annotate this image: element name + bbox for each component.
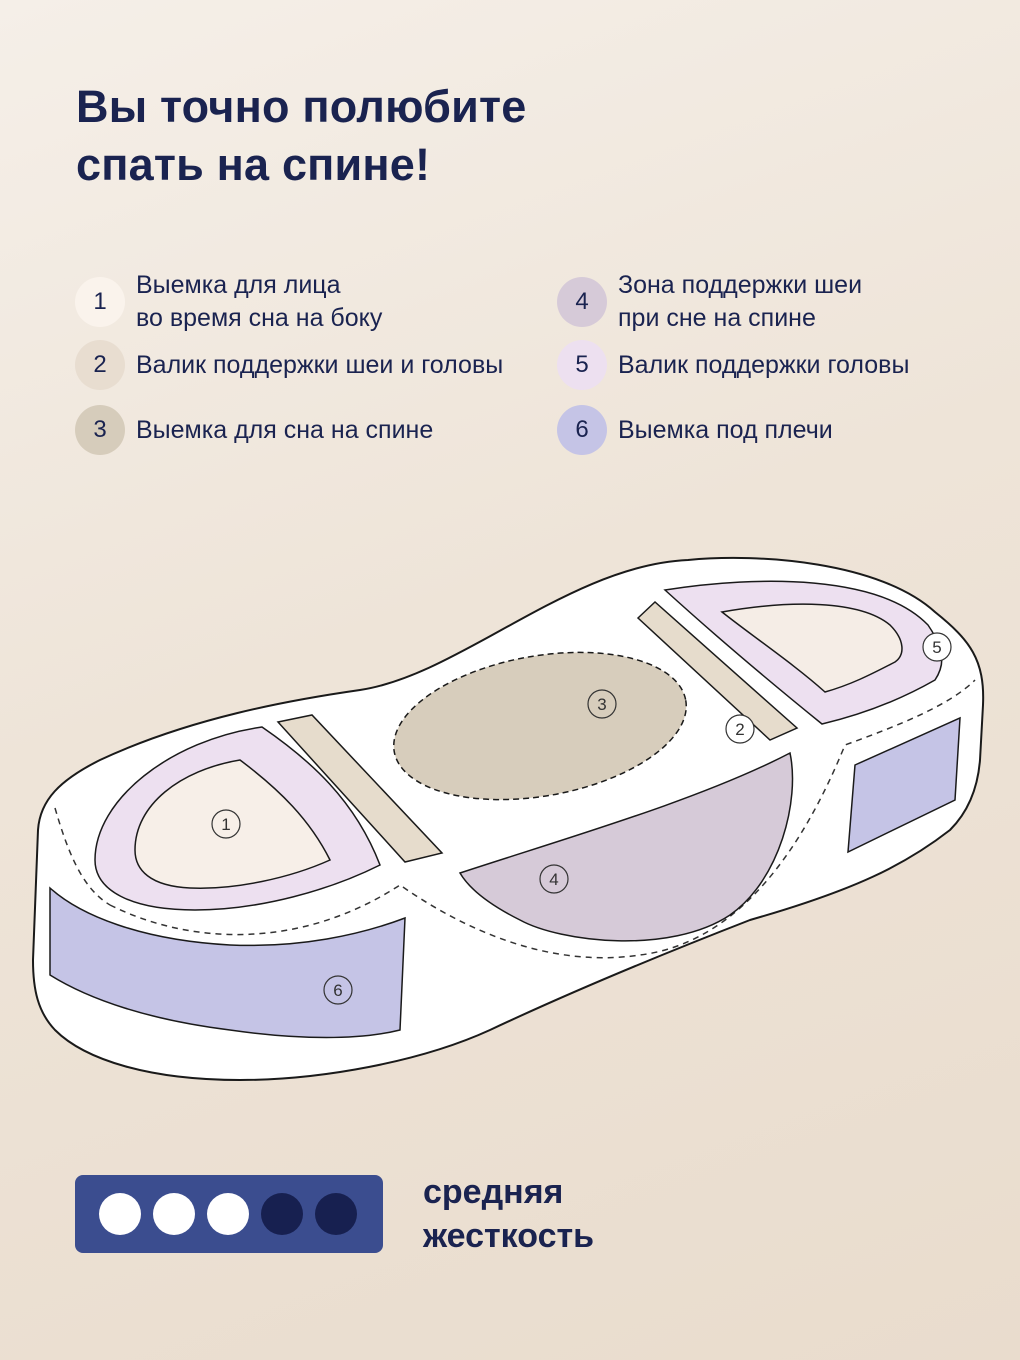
zone3-recess xyxy=(392,651,688,801)
zone5-inner xyxy=(720,603,903,693)
marker-2-label: 2 xyxy=(735,720,744,739)
legend-badge-6: 6 xyxy=(557,405,607,455)
legend-text-3: Выемка для сна на спине xyxy=(136,414,433,447)
legend-text-4: Зона поддержки шеи при сне на спине xyxy=(618,269,862,335)
legend-text-1-line2: во время сна на боку xyxy=(136,304,383,332)
legend-item-1: 1 Выемка для лица во время сна на боку xyxy=(75,269,382,335)
marker-3-label: 3 xyxy=(597,695,606,714)
legend-item-3: 3 Выемка для сна на спине xyxy=(75,405,433,455)
marker-5: 5 xyxy=(922,632,952,662)
legend-text-2-line1: Валик поддержки шеи и головы xyxy=(136,350,504,379)
seam-left xyxy=(54,807,111,906)
legend-item-4: 4 Зона поддержки шеи при сне на спине xyxy=(557,269,862,335)
legend-text-1: Выемка для лица во время сна на боку xyxy=(136,269,382,335)
zone2-right-bolster xyxy=(636,600,799,741)
stiffness-label-line2: жесткость xyxy=(423,1217,595,1255)
stiffness-dot-filled xyxy=(207,1193,249,1235)
zone4-neck-support xyxy=(458,751,794,942)
legend-badge-3: 3 xyxy=(75,405,125,455)
page-title: Вы точно полюбите спать на спине! xyxy=(76,78,526,194)
seam-bottom xyxy=(109,679,976,959)
marker-1-label: 1 xyxy=(221,815,230,834)
legend-text-1-line1: Выемка для лица xyxy=(136,271,341,299)
legend-text-2: Валик поддержки шеи и головы xyxy=(136,349,503,382)
zone6-right-panel xyxy=(847,716,961,854)
legend-item-5: 5 Валик поддержки головы xyxy=(557,340,909,390)
stiffness-label: средняя жесткость xyxy=(423,1170,594,1258)
marker-6-label: 6 xyxy=(333,981,342,1000)
stiffness-dot-filled xyxy=(99,1193,141,1235)
stiffness-indicator xyxy=(75,1175,383,1253)
legend-item-2: 2 Валик поддержки шеи и головы xyxy=(75,340,503,390)
legend-text-6-line1: Выемка под плечи xyxy=(618,415,833,444)
zone6-left-panel xyxy=(49,886,406,1039)
stiffness-label-line1: средняя xyxy=(423,1173,564,1211)
legend-text-5-line1: Валик поддержки головы xyxy=(618,350,910,379)
legend-text-6: Выемка под плечи xyxy=(618,414,833,447)
title-line-2: спать на спине! xyxy=(76,139,431,190)
marker-1: 1 xyxy=(211,809,241,839)
legend-text-5: Валик поддержки головы xyxy=(618,349,909,382)
marker-3: 3 xyxy=(587,689,617,719)
legend-text-3-line1: Выемка для сна на спине xyxy=(136,415,434,444)
marker-5-label: 5 xyxy=(932,638,941,657)
marker-2: 2 xyxy=(725,714,755,744)
legend: 1 Выемка для лица во время сна на боку 2… xyxy=(0,0,1020,500)
legend-item-6: 6 Выемка под плечи xyxy=(557,405,833,455)
marker-4-label: 4 xyxy=(549,870,558,889)
legend-text-4-line1: Зона поддержки шеи xyxy=(618,271,863,299)
legend-badge-2: 2 xyxy=(75,340,125,390)
title-line-1: Вы точно полюбите xyxy=(76,81,527,132)
stiffness-dot-filled xyxy=(153,1193,195,1235)
marker-6: 6 xyxy=(323,975,353,1005)
legend-badge-5: 5 xyxy=(557,340,607,390)
legend-badge-4: 4 xyxy=(557,277,607,327)
stiffness-dot-empty xyxy=(261,1193,303,1235)
legend-text-4-line2: при сне на спине xyxy=(618,304,816,332)
zone1-inner xyxy=(134,759,332,889)
zone2-left-bolster xyxy=(276,714,444,863)
legend-badge-1: 1 xyxy=(75,277,125,327)
marker-4: 4 xyxy=(539,864,569,894)
stiffness-dot-empty xyxy=(315,1193,357,1235)
pillow-diagram: 1 2 3 4 5 6 xyxy=(31,556,985,1082)
